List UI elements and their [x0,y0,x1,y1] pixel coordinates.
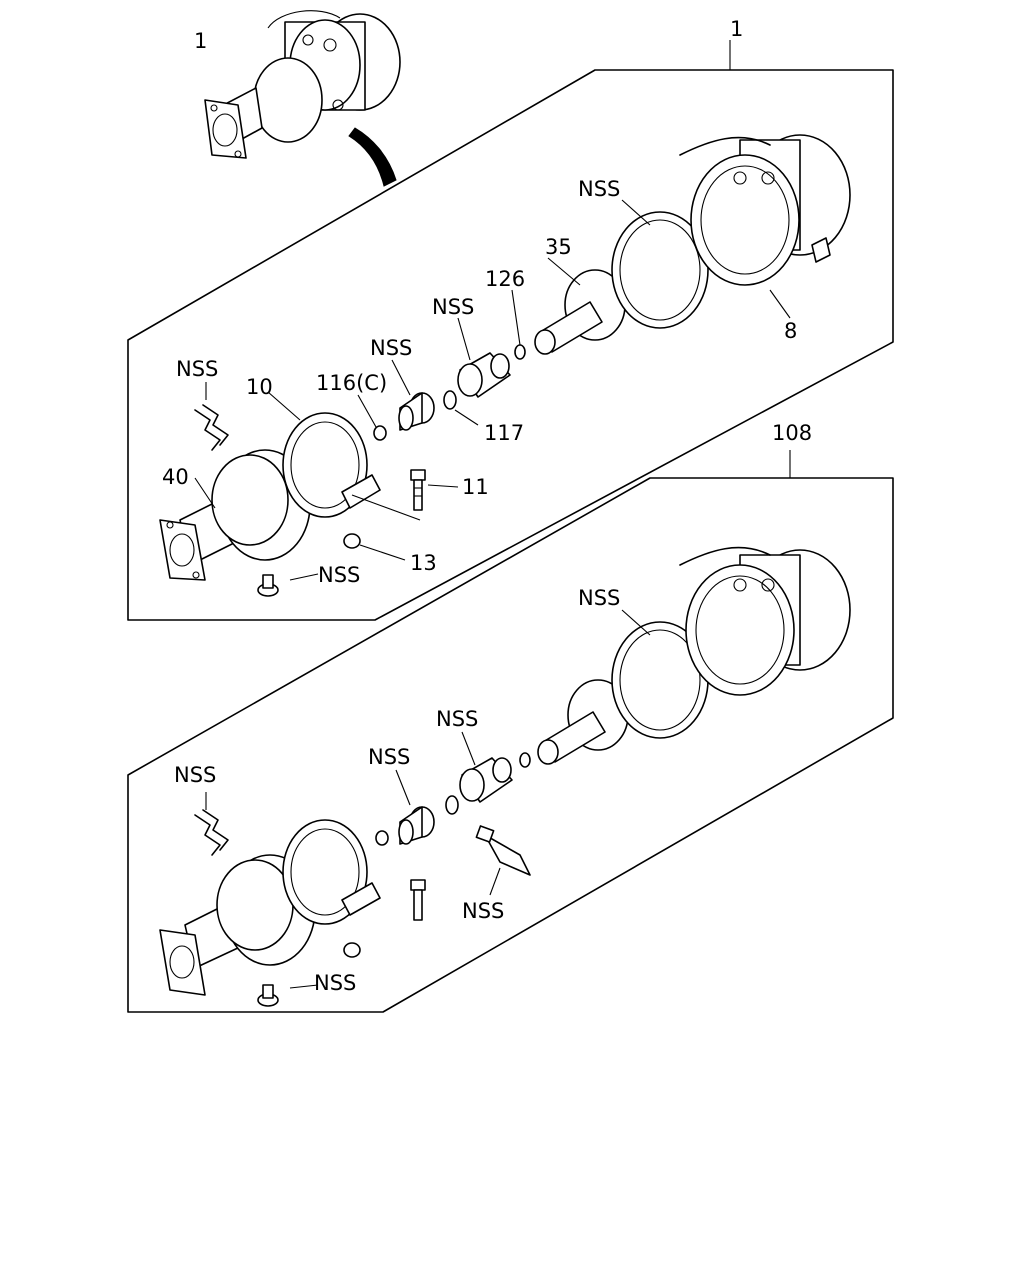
label-nss-screw-2: NSS [314,971,356,995]
label-nss-bushing-1: NSS [370,336,412,360]
b108-oring [445,795,459,815]
label-nss-bushing-2: NSS [368,745,410,769]
label-nss-sleeve-2: NSS [436,707,478,731]
nss-screw-2 [257,984,279,1007]
nss-sleeve-1 [457,352,511,398]
b108-washer [375,830,389,846]
label-nss-clip-2: NSS [174,763,216,787]
label-part-126: 126 [485,267,525,291]
part-117-oring [443,390,457,410]
label-part-40: 40 [162,465,189,489]
nss-bushing-1 [398,392,435,431]
label-assembly-108: 108 [772,421,812,445]
part-126-washer [514,344,526,360]
label-overview-part-1: 1 [194,29,207,53]
label-part-11: 11 [462,475,489,499]
label-part-10: 10 [246,375,273,399]
nss-sleeve-2 [459,757,513,803]
part-116c-washer [373,425,387,441]
assembly-108-boundary [127,477,894,1013]
overview-arrow [348,127,397,187]
nss-clip-2 [194,809,229,856]
b108-clamp [282,819,381,925]
label-part-13: 13 [410,551,437,575]
label-nss-sleeve-1: NSS [432,295,474,319]
label-nss-clip-1: NSS [176,357,218,381]
part-8-housing [679,134,851,286]
part-13-nut [343,533,361,549]
overview-assembly-drawing [204,10,401,159]
nss-clip-1 [194,404,229,451]
b108-washer-small [519,752,531,768]
part-35-shaft [534,269,626,355]
assembly-1-boundary [127,69,894,621]
label-assembly-1: 1 [730,17,743,41]
label-part-117: 117 [484,421,524,445]
nss-gasket-1 [611,211,709,329]
nss-tool [475,825,531,876]
nss-screw-1 [257,574,279,597]
label-part-116c: 116(C) [316,371,387,395]
b108-nut [343,942,361,958]
b108-shaft [537,679,629,765]
label-nss-tool: NSS [462,899,504,923]
label-nss-gasket-1: NSS [578,177,620,201]
b108-housing [679,546,851,696]
label-nss-screw-1: NSS [318,563,360,587]
label-nss-gasket-2: NSS [578,586,620,610]
part-11-bolt [410,469,426,511]
label-part-35: 35 [545,235,572,259]
part-10-clamp [282,412,381,518]
nss-bushing-2 [398,806,435,845]
label-part-8: 8 [784,319,797,343]
b108-bolt [410,879,426,921]
